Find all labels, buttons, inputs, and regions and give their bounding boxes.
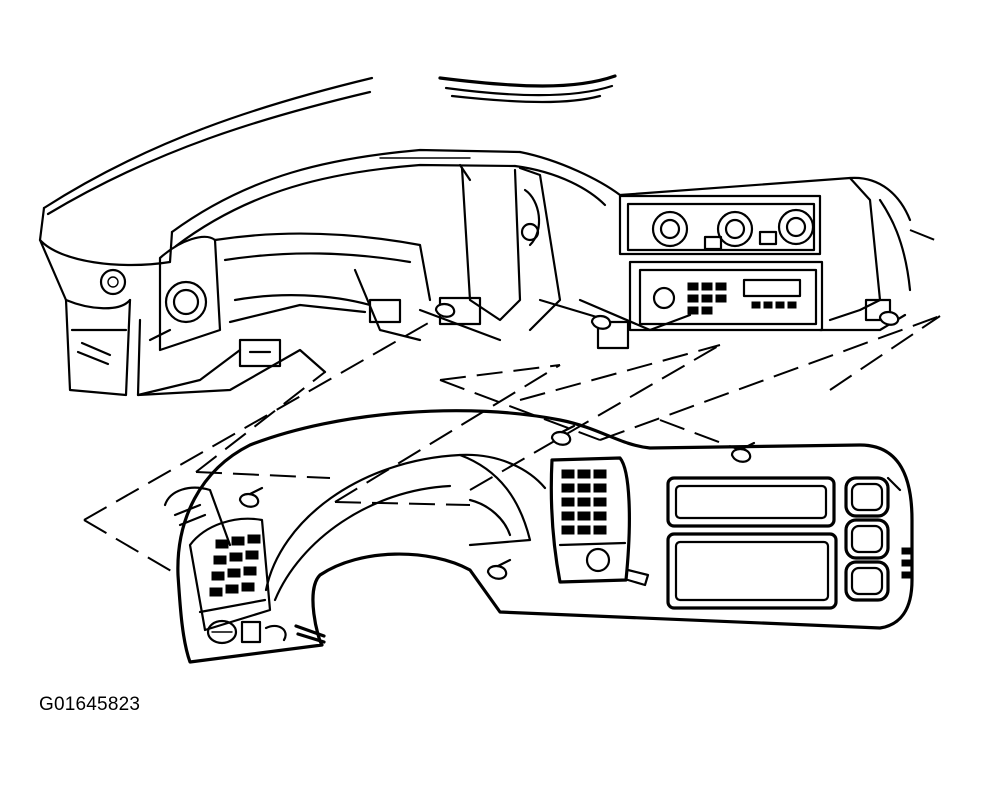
clip-icon: [486, 558, 512, 580]
clip-icon: [550, 424, 576, 446]
instrument-panel-carrier: [38, 74, 912, 397]
clip-icon: [730, 441, 756, 463]
clip-icon: [434, 302, 456, 318]
alignment-lines: [83, 229, 941, 576]
clip-icon: [590, 314, 612, 330]
instrument-panel-trim-bezel: [163, 409, 914, 664]
retaining-clips: [238, 302, 900, 580]
clip-icon: [878, 310, 900, 326]
figure-id-label: G01645823: [39, 694, 141, 715]
clip-icon: [238, 486, 264, 508]
